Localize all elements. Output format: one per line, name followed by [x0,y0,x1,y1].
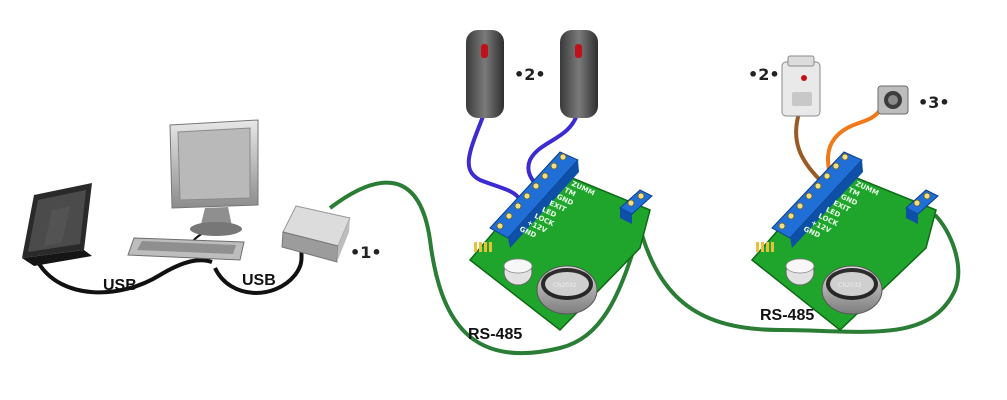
reader-cable-2 [526,111,580,192]
reader-cable-1 [466,113,522,202]
pin-header-2 [756,242,774,252]
keyboard [127,237,245,261]
rs485-label-left: RS-485 [468,326,522,343]
battery-label: CR2032 [553,282,577,289]
controller-board-1: ZUMM TM GND EXIT LED LOCK +12V GND CR203… [468,151,653,332]
terminal-screws-1 [496,153,567,230]
reader-cable-brown [794,109,822,182]
callout-readers: •2• [514,65,546,84]
touch-memory-reader [781,55,821,117]
laptop [22,183,92,266]
rs485-cable-left [328,180,642,356]
pin-header-1 [474,242,492,252]
usb-cable-right [213,247,304,295]
computer-monitor [169,119,259,236]
terminal-screws-2 [778,153,849,230]
proximity-reader-2 [560,30,598,118]
controller-board-2: ZUMM TM GND EXIT LED LOCK +12V GND CR203… [750,151,939,331]
rs485-label-right: RS-485 [760,307,814,324]
callout-converter: •1• [350,243,382,262]
exit-button [877,85,909,115]
callout-exit-button: •3• [918,93,950,112]
button-cable-orange [826,108,882,179]
callout-reader-right: •2• [748,65,780,84]
usb-label-right: USB [242,272,276,289]
usb-label-left: USB [103,277,137,294]
battery-label: CR2032 [838,282,862,289]
rs485-cable-right [638,213,961,334]
usb-rs485-converter [281,205,351,263]
proximity-reader-1 [466,30,504,118]
usb-cable-left [36,258,213,295]
